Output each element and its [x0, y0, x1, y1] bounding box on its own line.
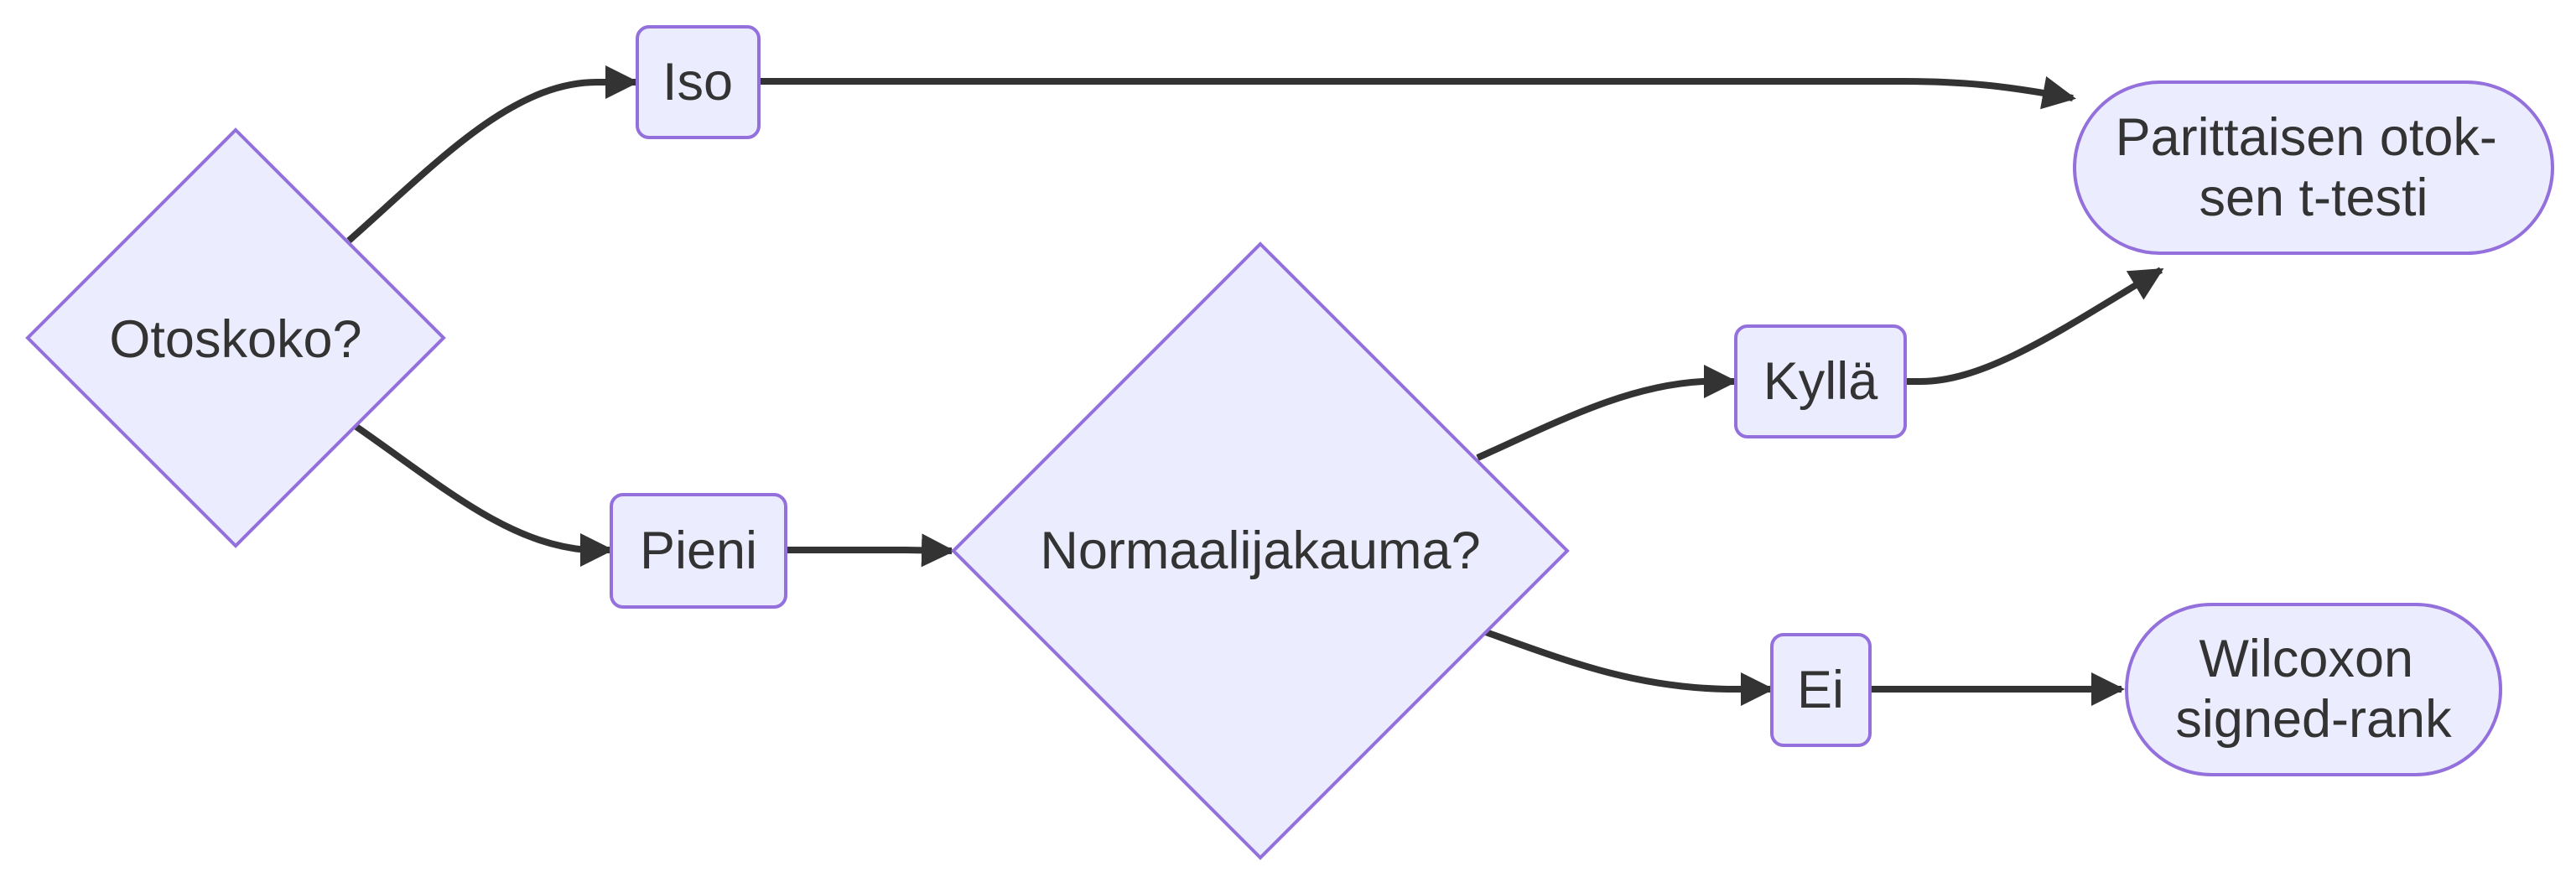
node-t-testi-label-line-1: Parittaisen otok-	[2116, 108, 2497, 167]
node-t-testi: Parittaisen otok- sen t-testi	[2073, 80, 2554, 255]
process-box	[1770, 633, 1872, 747]
process-box	[1734, 324, 1907, 438]
node-kylla: Kyllä	[1734, 324, 1907, 438]
edges	[346, 65, 2164, 706]
node-pieni-label: Pieni	[640, 521, 757, 580]
node-wilcoxon-label-line-2: signed-rank	[2175, 690, 2452, 749]
edge-normaalijakauma-to-ei	[1484, 629, 1774, 706]
terminal-stadium	[2073, 80, 2554, 255]
edge-pieni-to-normaalijakauma	[787, 533, 955, 568]
edge-kylla-to-t-testi	[1903, 267, 2164, 385]
node-iso-label: Iso	[662, 53, 733, 112]
node-ei: Ei	[1770, 633, 1872, 747]
node-wilcoxon-label-line-1: Wilcoxon	[2199, 630, 2413, 688]
process-box	[636, 25, 761, 139]
node-wilcoxon: Wilcoxon signed-rank	[2125, 603, 2502, 776]
node-kylla-label: Kyllä	[1763, 352, 1879, 411]
decision-diamond	[951, 241, 1570, 860]
node-t-testi-label-line-2: sen t-testi	[2199, 169, 2428, 227]
node-otoskoko-label: Otoskoko?	[109, 310, 361, 369]
process-box	[610, 493, 787, 609]
nodes: Otoskoko? Iso Pieni Normaalijakauma? Kyl…	[25, 25, 2554, 860]
decision-diamond	[25, 127, 446, 548]
node-t-testi-label: Parittaisen otok- sen t-testi	[2116, 108, 2512, 227]
node-wilcoxon-label: Wilcoxon signed-rank	[2175, 630, 2452, 749]
node-ei-label: Ei	[1797, 661, 1844, 719]
edge-otoskoko-to-iso	[346, 65, 639, 243]
terminal-stadium	[2125, 603, 2502, 776]
edge-iso-to-t-testi	[760, 75, 2076, 110]
node-otoskoko: Otoskoko?	[25, 127, 446, 548]
node-normaalijakauma-label: Normaalijakauma?	[1040, 521, 1480, 580]
node-normaalijakauma: Normaalijakauma?	[951, 241, 1570, 860]
node-iso: Iso	[636, 25, 761, 139]
node-pieni: Pieni	[610, 493, 787, 609]
edge-otoskoko-to-pieni	[354, 423, 614, 567]
edge-normaalijakauma-to-kylla	[1476, 365, 1737, 461]
